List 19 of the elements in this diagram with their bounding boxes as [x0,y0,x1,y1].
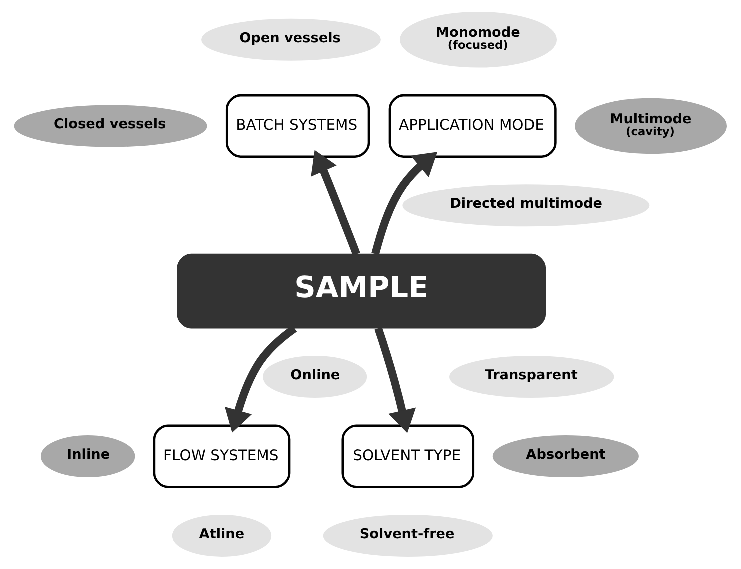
node-ellipse: Directed multimode [402,184,650,227]
node-ellipse: Inline [40,436,136,478]
node-ellipse: Closed vessels [14,105,208,148]
node-ellipse: Monomode (focused) [400,12,558,68]
node-ellipse: Solvent-free [323,514,493,557]
node-box: SAMPLE [177,254,546,329]
node-ellipse: Transparent [450,356,614,398]
node-box: FLOW SYSTEMS [153,424,291,488]
node-box: BATCH SYSTEMS [226,94,370,158]
arrow [311,150,360,256]
node-box: APPLICATION MODE [388,94,557,158]
node-ellipse: Multimode (cavity) [575,98,727,154]
node-ellipse: Online [263,356,368,398]
node-box: SOLVENT TYPE [342,424,475,488]
node-ellipse: Atline [172,514,272,557]
arrow [374,327,416,434]
node-ellipse: Open vessels [202,18,381,61]
arrow [372,152,438,256]
node-ellipse: Absorbent [492,436,639,478]
